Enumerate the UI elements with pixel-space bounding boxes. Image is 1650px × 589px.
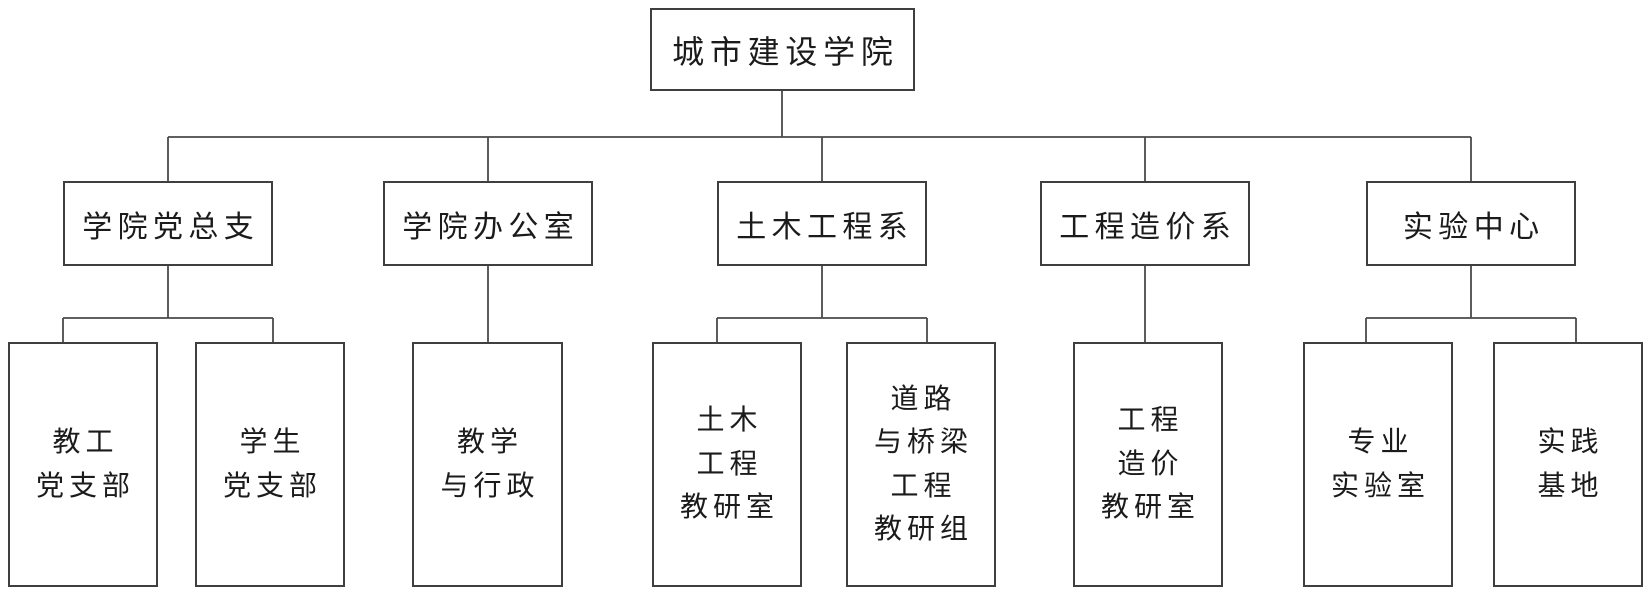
org-box-student-party-branch: 学生党支部	[195, 342, 345, 587]
org-box-professional-laboratory: 专业实验室	[1303, 342, 1453, 587]
org-box-staff-party-branch: 教工党支部	[8, 342, 158, 587]
org-box-civil-engineering-dept: 土木工程系	[717, 181, 927, 266]
org-box-teaching-administration: 教学与行政	[412, 342, 563, 587]
org-box-practice-base: 实践基地	[1493, 342, 1643, 587]
org-box-engineering-cost-dept: 工程造价系	[1040, 181, 1250, 266]
org-box-college-office: 学院办公室	[383, 181, 593, 266]
org-box-experiment-center: 实验中心	[1366, 181, 1576, 266]
org-box-college-root: 城市建设学院	[650, 8, 915, 91]
org-box-road-bridge-teaching-group: 道路与桥梁工程教研组	[846, 342, 996, 587]
org-box-engineering-cost-teaching-office: 工程造价教研室	[1073, 342, 1223, 587]
org-box-civil-engineering-teaching-office: 土木工程教研室	[652, 342, 802, 587]
org-box-party-branch-general: 学院党总支	[63, 181, 273, 266]
